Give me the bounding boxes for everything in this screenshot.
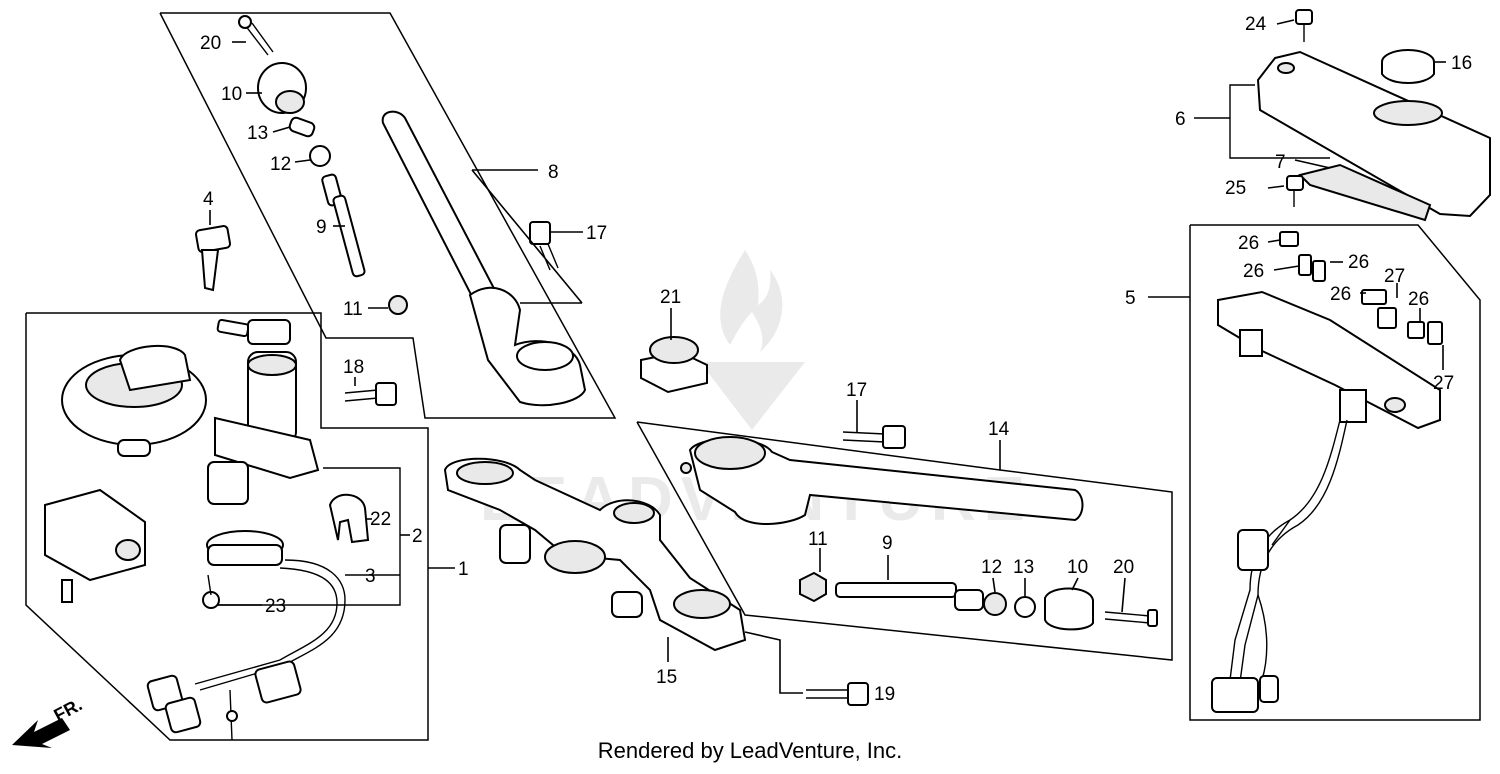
- callout-27-b: 27: [1433, 373, 1454, 394]
- callout-labels: 1 2 3 4 5 6 7 8 9 9 10 10 11 11 12 12 13…: [200, 14, 1472, 705]
- callout-26-d: 26: [1330, 284, 1351, 305]
- fuel-cap-assembly: [61, 344, 207, 457]
- handlebar-8: [381, 110, 587, 407]
- callout-27-a: 27: [1384, 266, 1405, 287]
- group-bracket-2: [215, 467, 401, 606]
- gasket-7: [1298, 163, 1432, 222]
- callout-8: 8: [548, 162, 559, 183]
- bolt-17-upper: [529, 221, 559, 271]
- callout-17-upper: 17: [586, 223, 607, 244]
- callout-23: 23: [265, 596, 286, 617]
- contact-base-3: [206, 530, 284, 566]
- nut-13-upper: [288, 116, 316, 138]
- cap-16: [1381, 49, 1435, 84]
- callout-20-upper: 20: [200, 33, 221, 54]
- callout-12-middle: 12: [981, 557, 1002, 578]
- callout-9-middle: 9: [882, 533, 893, 554]
- group-bracket-6: [1229, 84, 1330, 159]
- clip-22: [328, 493, 370, 544]
- group-box-14: [636, 421, 1173, 661]
- callout-11-upper: 11: [343, 299, 363, 320]
- callout-10-upper: 10: [221, 84, 242, 105]
- callout-13-upper: 13: [247, 123, 268, 144]
- bolt-18: [344, 382, 397, 406]
- nut-11-upper: [388, 295, 408, 315]
- group-box-1: [25, 312, 429, 741]
- screw-20-upper: [238, 15, 274, 56]
- front-arrow-label: FR.: [50, 694, 85, 725]
- nut-21: [640, 336, 708, 394]
- callout-18: 18: [343, 357, 364, 378]
- top-cover-6: [1256, 50, 1491, 218]
- callout-22: 22: [370, 509, 391, 530]
- lock-box: [44, 488, 146, 603]
- callout-9-upper: 9: [316, 217, 327, 238]
- bolt-19: [806, 682, 869, 706]
- callout-15: 15: [656, 667, 677, 688]
- callout-5: 5: [1125, 288, 1136, 309]
- key-4: [194, 225, 232, 292]
- callout-10-middle: 10: [1067, 557, 1088, 578]
- bolt-25: [1286, 175, 1304, 207]
- fuse-box-5: [1217, 290, 1441, 430]
- callout-16: 16: [1451, 53, 1472, 74]
- callout-20-middle: 20: [1113, 557, 1134, 578]
- handle-14: [680, 436, 1084, 525]
- bolt-17-middle: [842, 425, 906, 449]
- callout-25: 25: [1225, 178, 1246, 199]
- callout-7: 7: [1275, 152, 1286, 173]
- footer-credit: Rendered by LeadVenture, Inc.: [597, 738, 903, 763]
- callout-1: 1: [458, 559, 469, 580]
- bolt-24: [1295, 9, 1313, 42]
- callout-24: 24: [1245, 14, 1267, 35]
- leader-lines: [209, 19, 1446, 694]
- ignition-key: [216, 318, 291, 345]
- callout-4: 4: [203, 189, 214, 210]
- callout-17-middle: 17: [846, 380, 867, 401]
- right-switch-row: [799, 571, 1158, 631]
- shaft-9-upper: [321, 173, 366, 278]
- callout-3: 3: [365, 566, 376, 587]
- screw-23: [202, 574, 220, 609]
- main-switch-body: [207, 351, 320, 505]
- group-box-5: [1189, 224, 1481, 721]
- callout-13-middle: 13: [1013, 557, 1034, 578]
- callout-11-middle: 11: [808, 529, 828, 550]
- switch-cap-10-upper: [257, 62, 307, 114]
- group-box-8: [159, 12, 617, 419]
- fuse-set: [1279, 231, 1443, 345]
- callout-6: 6: [1175, 109, 1186, 130]
- callout-26-e: 26: [1408, 289, 1429, 310]
- washer-12-upper: [309, 145, 331, 167]
- callout-2: 2: [412, 526, 423, 547]
- callout-26-c: 26: [1348, 252, 1369, 273]
- callout-21: 21: [660, 287, 681, 308]
- harness-wires: [1211, 419, 1348, 713]
- callout-14: 14: [988, 419, 1010, 440]
- callout-12-upper: 12: [270, 154, 291, 175]
- switch-wire-harness: [146, 559, 346, 741]
- callout-19: 19: [874, 684, 895, 705]
- callout-26-b: 26: [1243, 261, 1264, 282]
- callout-26-a: 26: [1238, 233, 1259, 254]
- top-bridge-15: [443, 457, 747, 652]
